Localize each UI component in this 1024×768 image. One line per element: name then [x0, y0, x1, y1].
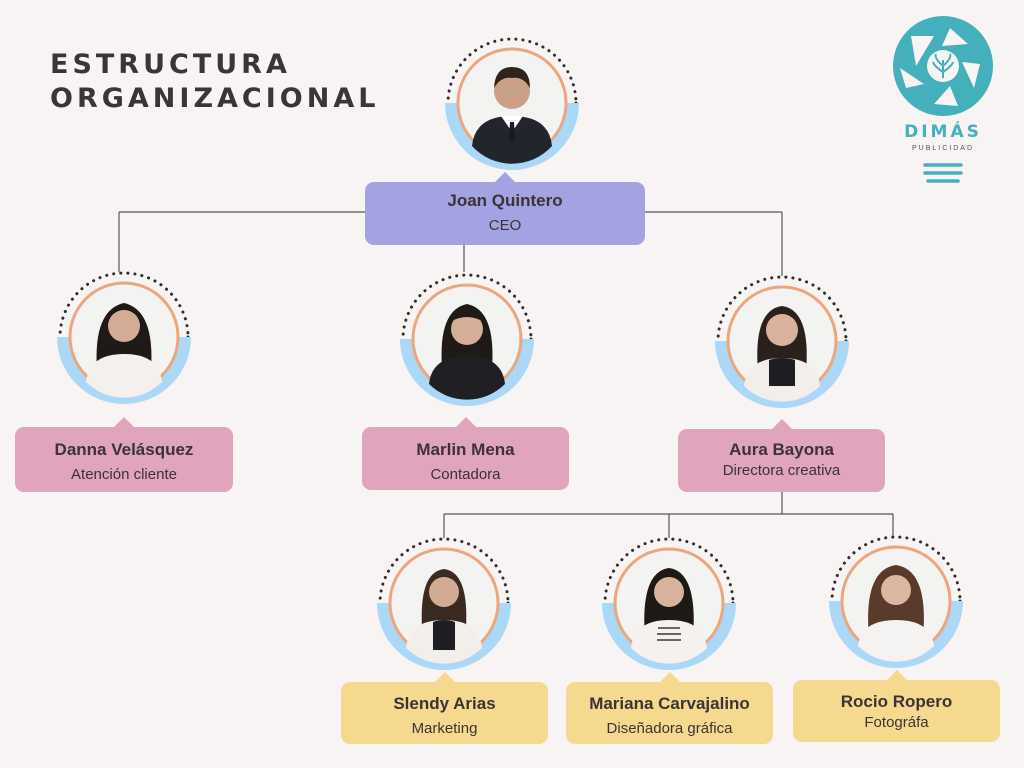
card-manager-1: Danna Velásquez Atención cliente [15, 417, 233, 492]
manager-3-name: Aura Bayona [729, 440, 834, 459]
manager-3-role: Directora creativa [722, 462, 841, 479]
manager-1-name: Danna Velásquez [54, 440, 194, 459]
bulb-base-icon [923, 163, 963, 183]
avatar-ceo [445, 36, 579, 170]
page-title: ESTRUCTURA ORGANIZACIONAL [50, 48, 379, 116]
ceo-name: Joan Quintero [447, 191, 563, 210]
manager-1-role: Atención cliente [71, 466, 177, 483]
logo-name: DIMÁS [904, 122, 982, 142]
staff-2-name: Mariana Carvajalino [589, 694, 750, 713]
avatar-staff-1 [377, 536, 511, 670]
card-manager-3: Aura Bayona Directora creativa [678, 419, 885, 492]
avatar-staff-2 [602, 536, 736, 670]
manager-2-name: Marlin Mena [416, 440, 515, 459]
card-staff-3: Rocio Ropero Fotográfa [793, 670, 1000, 742]
staff-3-name: Rocio Ropero [840, 692, 953, 711]
card-ceo: Joan Quintero CEO [365, 172, 645, 245]
avatar-manager-2 [400, 272, 534, 406]
staff-3-role: Fotográfa [864, 714, 929, 731]
company-logo: DIMÁS PUBLICIDAD [876, 14, 1010, 194]
avatar-staff-3 [829, 534, 963, 668]
avatar-manager-3 [715, 274, 849, 408]
camera-aperture-icon [893, 16, 993, 116]
manager-2-role: Contadora [430, 466, 501, 483]
ceo-role: CEO [488, 217, 522, 234]
staff-2-role: Diseñadora gráfica [606, 720, 733, 737]
avatar-manager-1 [57, 270, 191, 404]
title-line-1: ESTRUCTURA [50, 49, 291, 80]
title-line-2: ORGANIZACIONAL [50, 83, 380, 114]
logo-subtitle: PUBLICIDAD [911, 145, 974, 152]
card-staff-1: Slendy Arias Marketing [341, 672, 548, 744]
card-manager-2: Marlin Mena Contadora [362, 417, 569, 490]
staff-1-name: Slendy Arias [393, 694, 496, 713]
staff-1-role: Marketing [411, 720, 478, 737]
card-staff-2: Mariana Carvajalino Diseñadora gráfica [566, 672, 773, 744]
